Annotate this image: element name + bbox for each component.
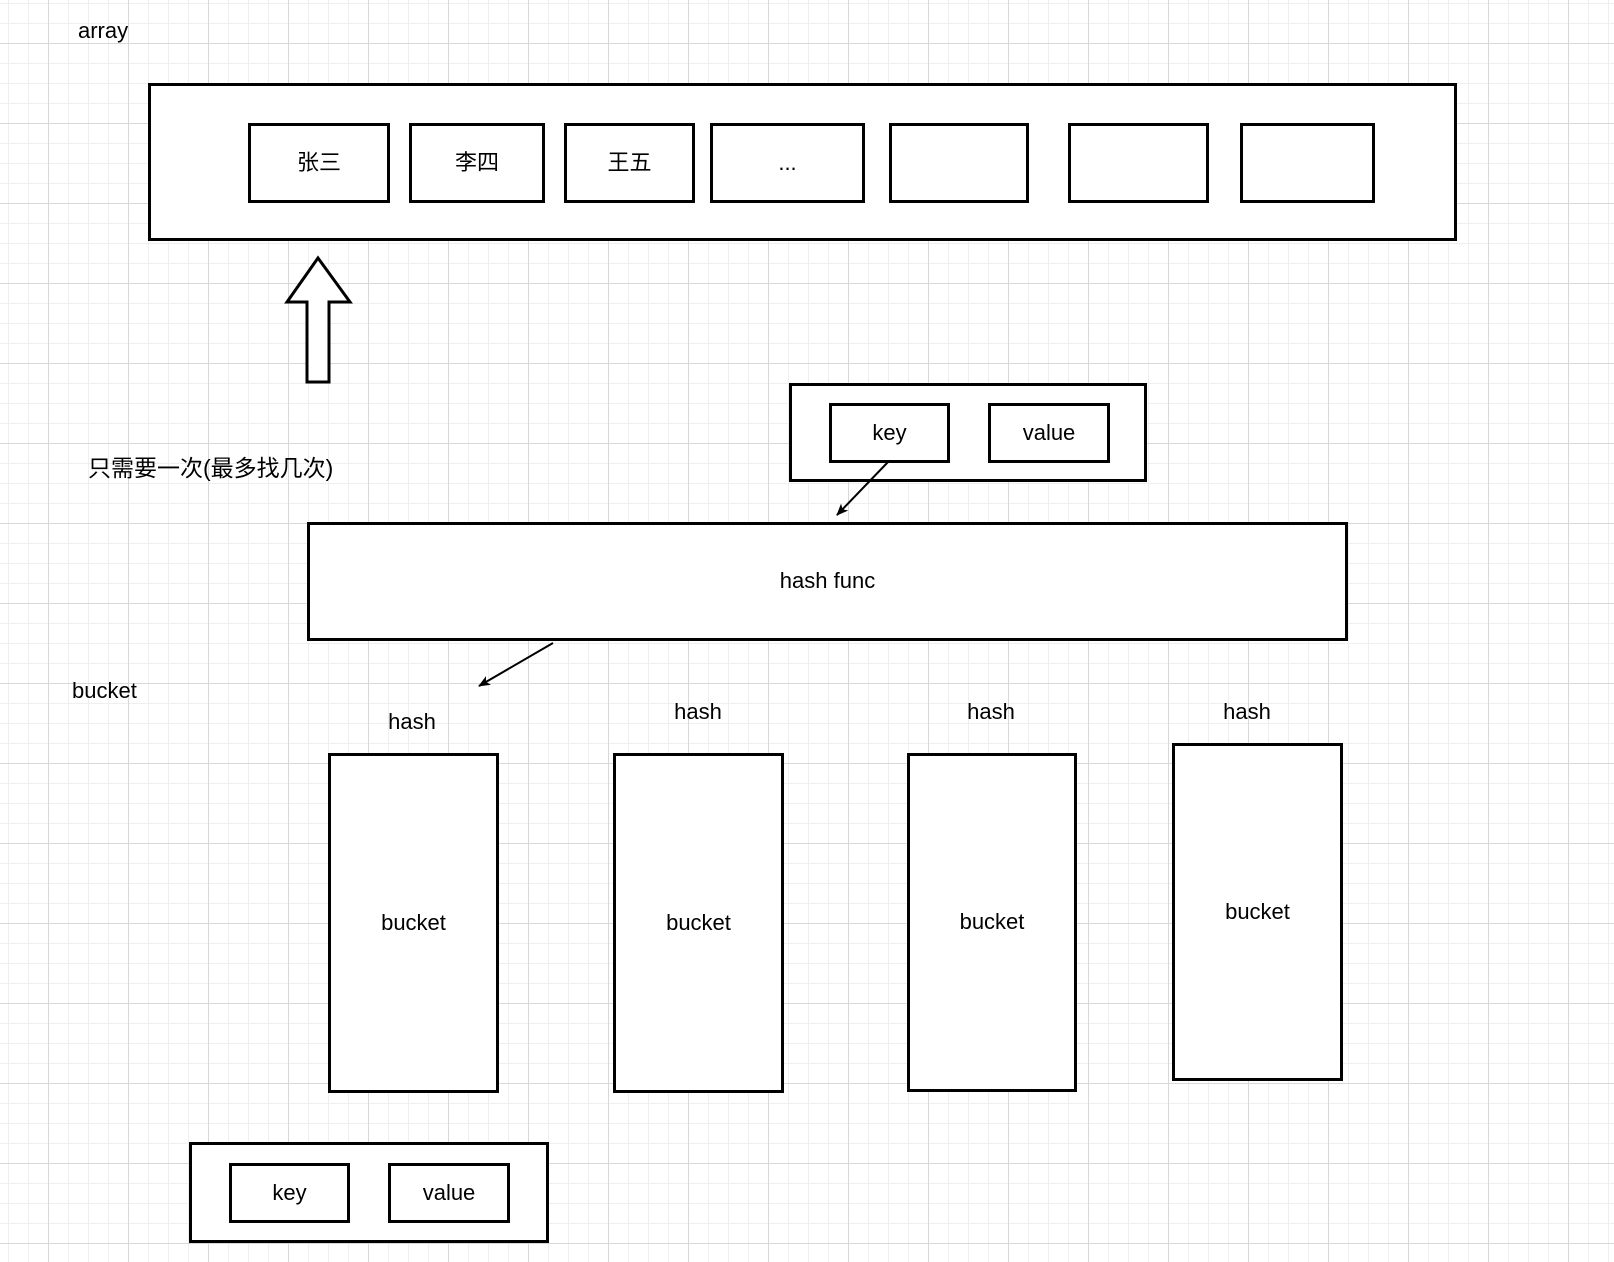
kv-bottom-value-box: value bbox=[388, 1163, 510, 1223]
hash-func-box: hash func bbox=[307, 522, 1348, 641]
bucket-box: bucket bbox=[1172, 743, 1343, 1081]
bucket-box: bucket bbox=[613, 753, 784, 1093]
array-cell: 王五 bbox=[564, 123, 695, 203]
array-cell bbox=[889, 123, 1029, 203]
note-label: 只需要一次(最多找几次) bbox=[88, 455, 334, 481]
kv-top-value-box: value bbox=[988, 403, 1110, 463]
array-cell: 张三 bbox=[248, 123, 390, 203]
bucket-side-label: bucket bbox=[72, 678, 137, 703]
hash-label: hash bbox=[674, 699, 722, 724]
arrow-hashfunc-to-bucket-icon bbox=[478, 642, 554, 687]
bucket-box: bucket bbox=[328, 753, 499, 1093]
array-cell: 李四 bbox=[409, 123, 545, 203]
array-cell bbox=[1068, 123, 1209, 203]
array-label: array bbox=[78, 18, 129, 43]
bucket-box: bucket bbox=[907, 753, 1077, 1092]
hash-label: hash bbox=[1223, 699, 1271, 724]
array-cell bbox=[1240, 123, 1375, 203]
kv-bottom-key-box: key bbox=[229, 1163, 350, 1223]
kv-top-key-box: key bbox=[829, 403, 950, 463]
array-cell: ... bbox=[710, 123, 865, 203]
hash-label: hash bbox=[388, 709, 436, 734]
up-arrow-icon bbox=[284, 255, 353, 384]
hash-label: hash bbox=[967, 699, 1015, 724]
